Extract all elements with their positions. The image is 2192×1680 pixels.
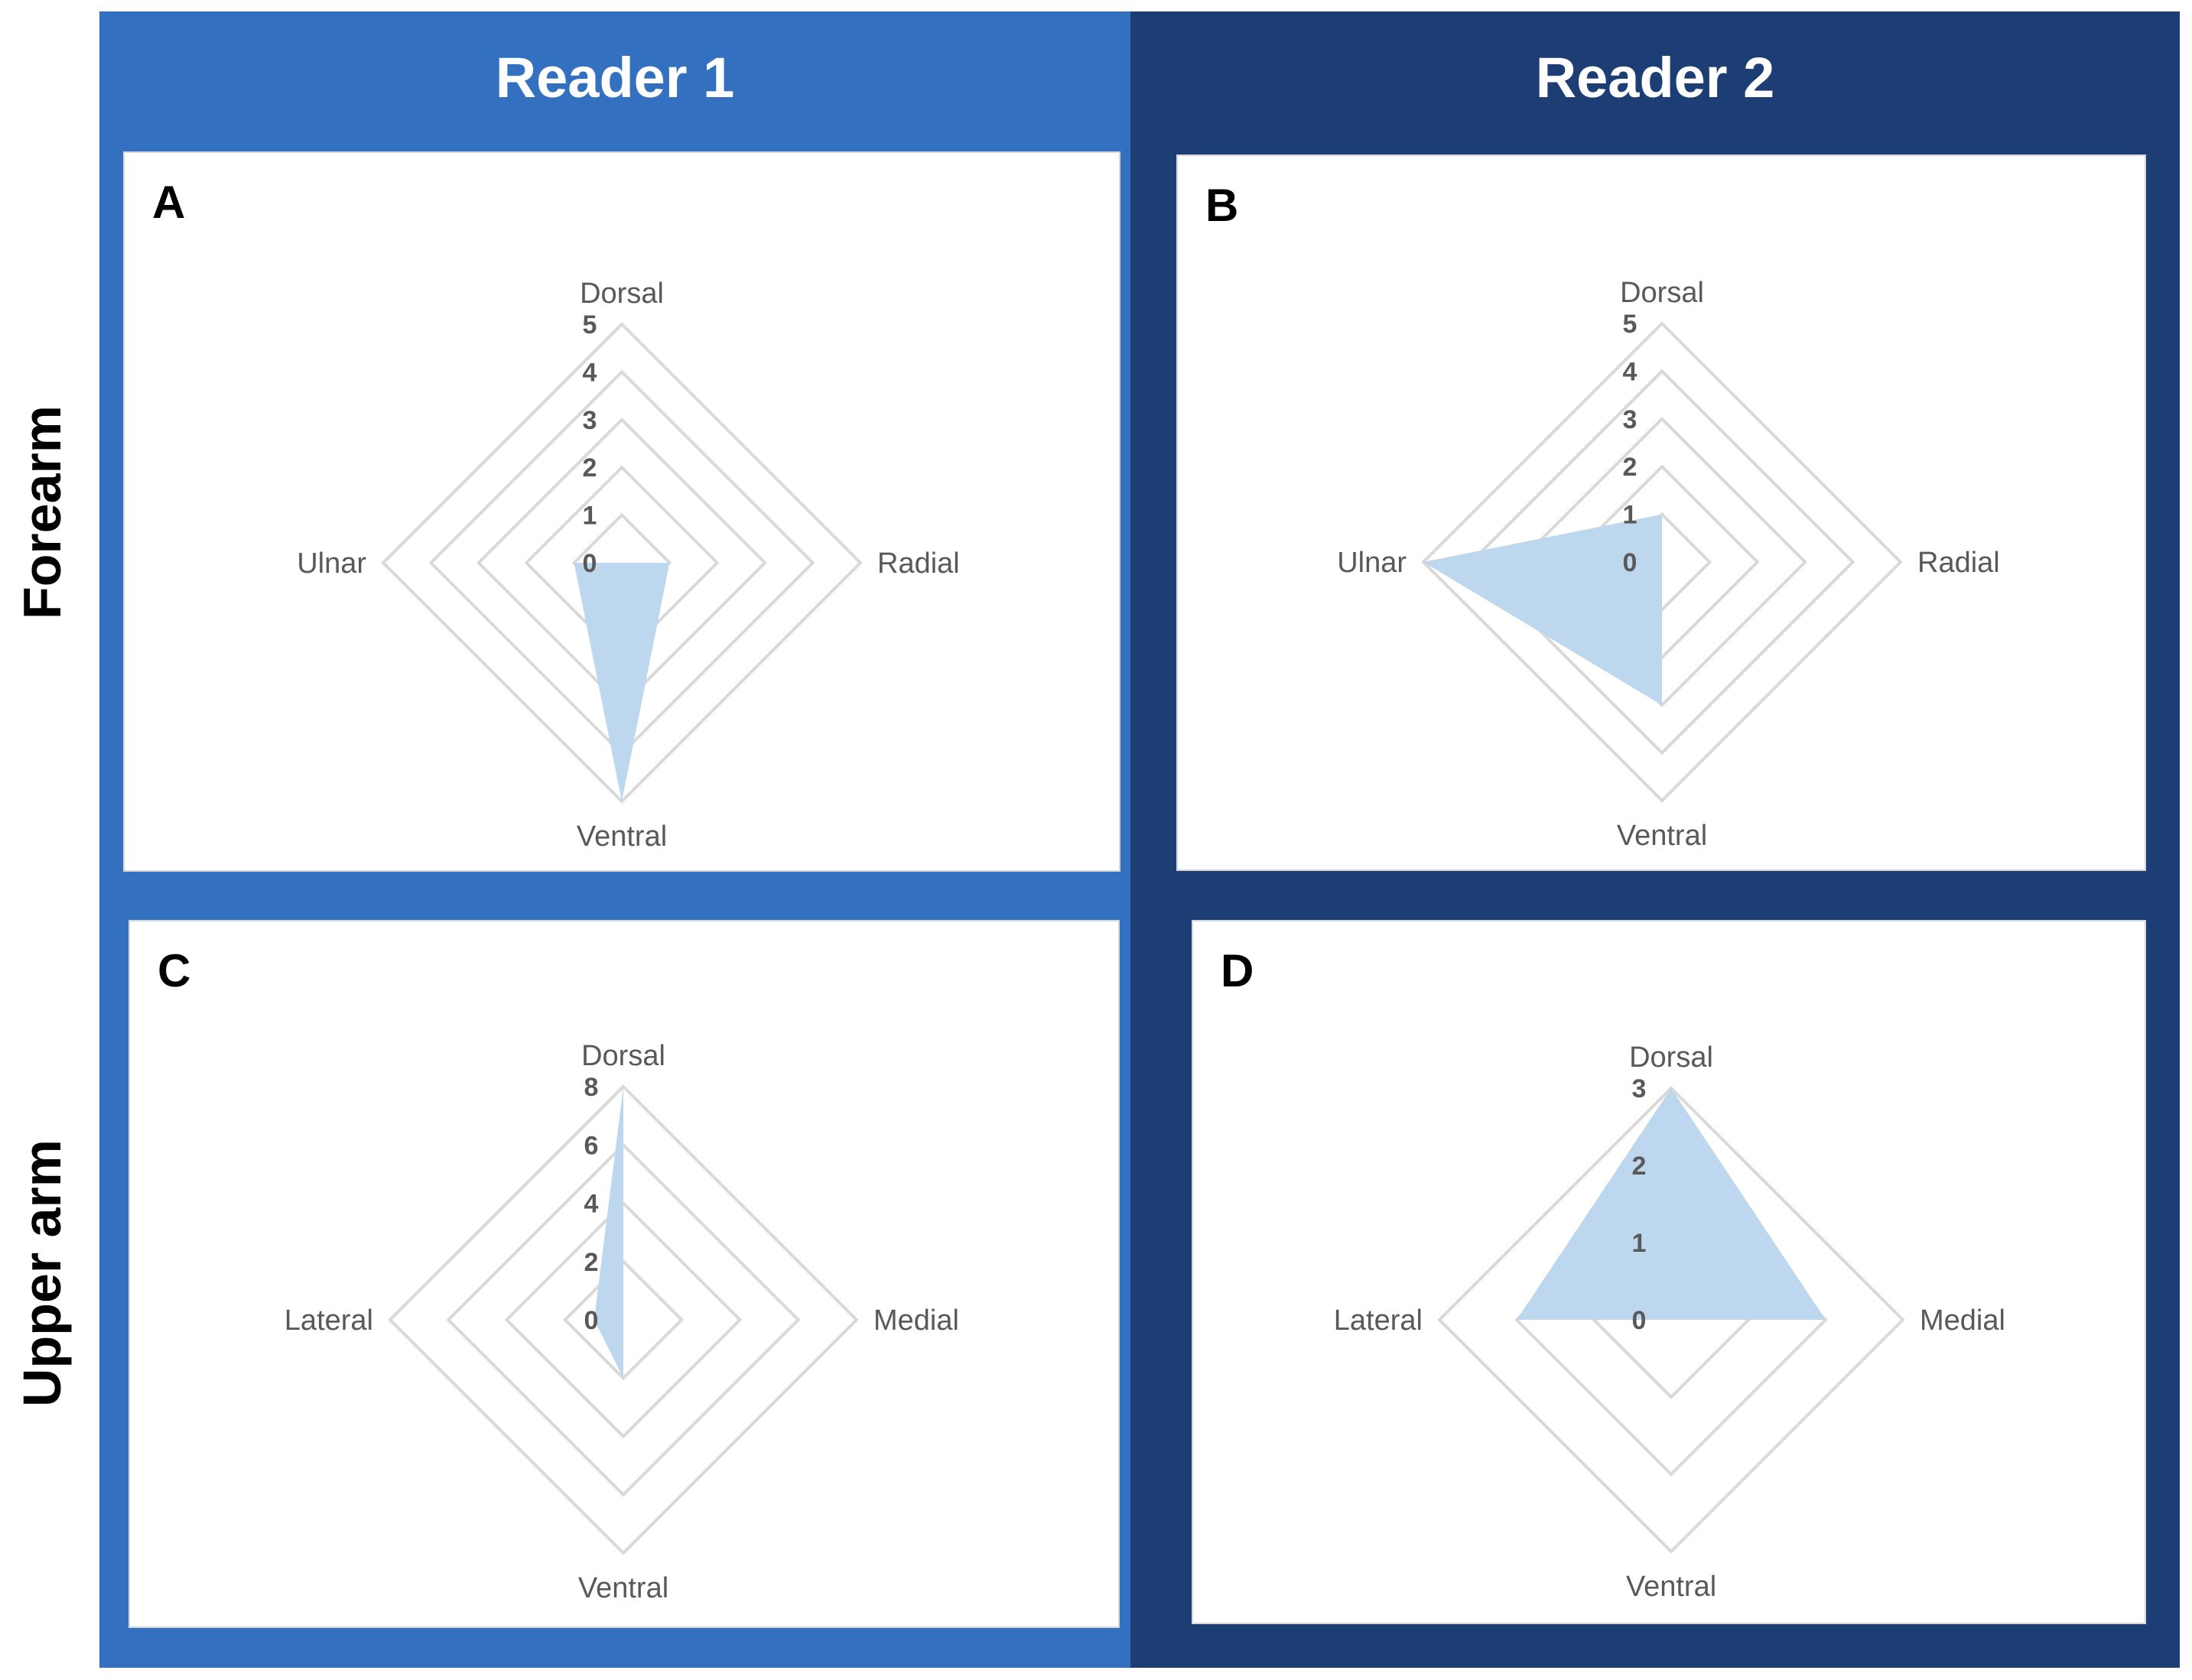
data-area (1423, 514, 1662, 706)
tick-label: 2 (1632, 1152, 1647, 1181)
axis-label: Ulnar (297, 548, 366, 580)
axis-label: Ventral (577, 821, 667, 853)
tick-label: 0 (584, 1306, 599, 1335)
reader2-header: Reader 2 (1535, 45, 1775, 109)
panel-letter: A (152, 177, 186, 228)
grid-ring (1468, 369, 1855, 756)
grid-ring (1421, 321, 1903, 803)
tick-label: 4 (584, 1190, 599, 1219)
tick-label: 0 (583, 549, 597, 578)
axis-label: Ventral (1617, 820, 1707, 852)
axis-label: Radial (1917, 547, 2000, 579)
tick-label: 6 (584, 1131, 599, 1160)
axis-label: Ulnar (1337, 547, 1407, 579)
tick-label: 2 (584, 1248, 599, 1277)
row-label-upper-arm-text: Upper arm (12, 1139, 72, 1408)
tick-label: 1 (1623, 501, 1637, 530)
tick-label: 8 (584, 1073, 599, 1102)
data-area (574, 563, 670, 801)
tick-label: 3 (1632, 1074, 1647, 1103)
axis-label: Dorsal (580, 278, 664, 310)
axis-label: Ventral (578, 1572, 668, 1604)
axis-label: Dorsal (581, 1040, 665, 1072)
tick-label: 0 (1632, 1306, 1647, 1335)
tick-label: 1 (1632, 1229, 1647, 1258)
tick-label: 4 (1623, 357, 1637, 386)
axis-label: Medial (873, 1305, 959, 1337)
tick-label: 3 (1623, 405, 1637, 434)
data-area (1517, 1088, 1826, 1320)
axis-label: Dorsal (1620, 277, 1704, 309)
tick-label: 2 (583, 453, 597, 483)
data-area (594, 1087, 623, 1379)
grid-ring (504, 1201, 743, 1439)
axis-label: Lateral (285, 1305, 373, 1337)
tick-label: 5 (583, 310, 597, 340)
grid-ring (1437, 1086, 1905, 1554)
tick-label: 4 (583, 358, 597, 387)
tick-label: 3 (583, 406, 597, 435)
row-label-forearm-text: Forearm (12, 405, 72, 620)
panel-letter: C (158, 945, 191, 996)
axis-label: Medial (1920, 1305, 2005, 1337)
panel-letter: B (1205, 180, 1239, 231)
axis-label: Lateral (1334, 1305, 1423, 1337)
panel-letter: D (1221, 945, 1254, 996)
axis-label: Radial (877, 548, 960, 580)
tick-label: 2 (1623, 453, 1637, 482)
tick-label: 1 (583, 502, 597, 531)
reader1-header: Reader 1 (495, 45, 735, 109)
tick-label: 0 (1623, 548, 1637, 577)
axis-label: Dorsal (1629, 1041, 1713, 1074)
grid-ring (446, 1142, 801, 1497)
tick-label: 5 (1623, 310, 1637, 339)
axis-label: Ventral (1626, 1571, 1716, 1603)
grid-ring (388, 1084, 859, 1555)
